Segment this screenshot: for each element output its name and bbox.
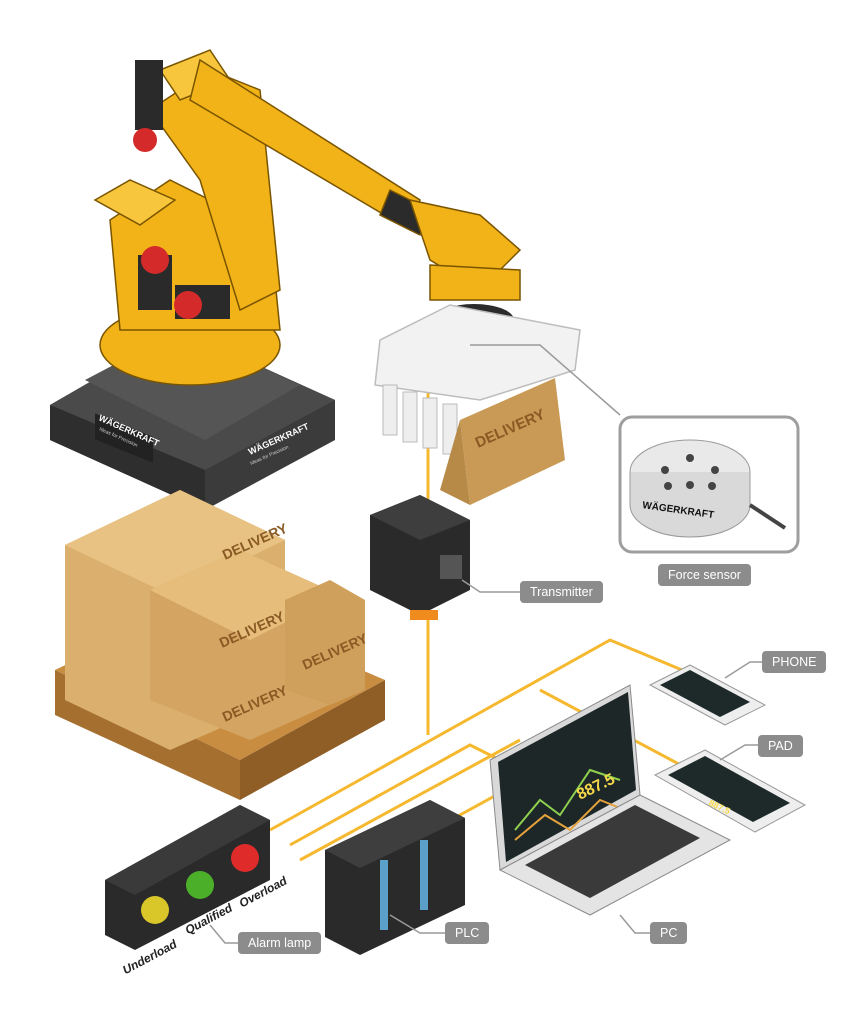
transmitter-leader (461, 579, 520, 593)
label-plc: PLC (445, 922, 490, 944)
motor-cap-icon (174, 291, 202, 319)
motor-cap-icon (141, 246, 169, 274)
gripper-box: DELIVERY (440, 378, 565, 505)
alarm-lamp-leader (209, 924, 238, 944)
transmitter-device (370, 495, 470, 620)
gripper-assembly (374, 304, 581, 455)
pc-laptop: 887.5 (489, 684, 732, 916)
lamp-underload-light (141, 896, 169, 924)
motor-cap-icon (133, 128, 157, 152)
phone-leader (724, 661, 765, 679)
pc-leader (619, 914, 650, 934)
label-pc: PC (650, 922, 688, 944)
label-alarm-lamp: Alarm lamp (238, 932, 322, 954)
plc-device (325, 800, 465, 955)
lamp-overload-light (231, 844, 259, 872)
force-sensor-leader (470, 344, 621, 416)
plc-leader (389, 914, 445, 934)
label-force-sensor: Force sensor (658, 564, 751, 586)
robot-motors (133, 60, 230, 319)
phone-device (648, 664, 767, 726)
label-transmitter: Transmitter (520, 581, 603, 603)
label-pad: PAD (758, 735, 803, 757)
pad-leader (719, 744, 760, 761)
label-phone: PHONE (762, 651, 827, 673)
cardboard-boxes: DELIVERY DELIVERY DELIVERY DELIVERY (65, 490, 370, 750)
alarm-lamp-device (105, 805, 270, 950)
force-sensor-image: WÄGERKRAFT (629, 439, 787, 538)
lamp-qualified-light (186, 871, 214, 899)
